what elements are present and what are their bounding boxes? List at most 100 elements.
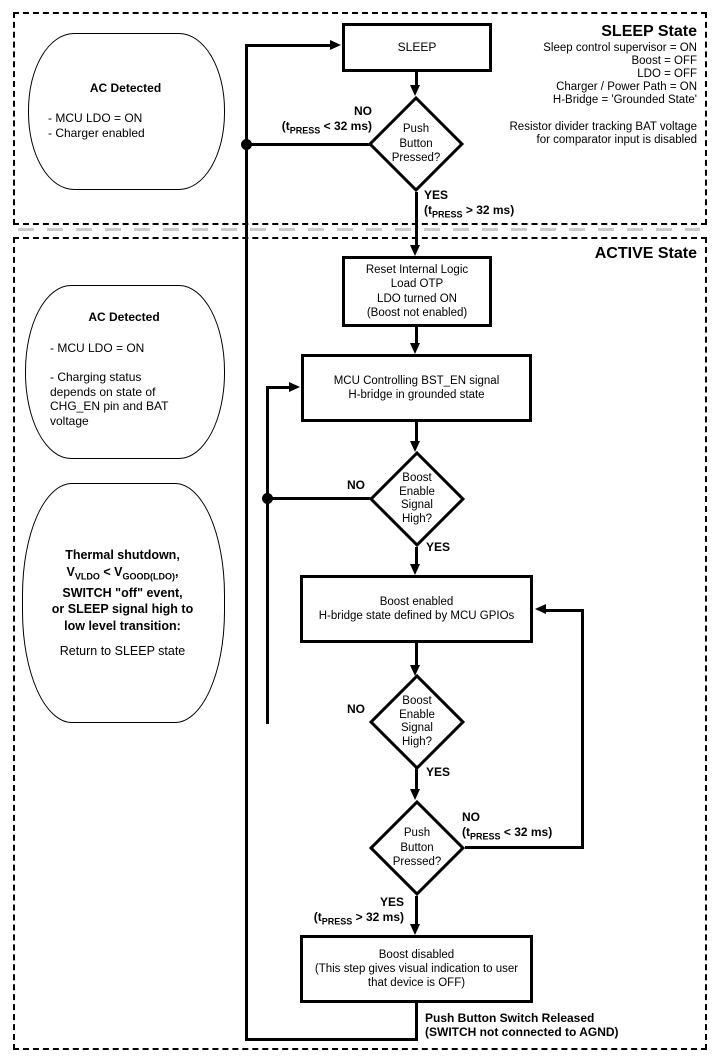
edge-feedback-into-boost-enabled xyxy=(546,609,584,612)
bubble-line: or SLEEP signal high to xyxy=(51,602,194,616)
mcu-box-line: H-bridge in grounded state xyxy=(348,389,485,401)
formula-sub-vldo: VLDO xyxy=(74,571,100,581)
process-box-sleep: SLEEP xyxy=(342,23,492,72)
arrowhead-into-q1 xyxy=(410,441,420,452)
bubble-body-return-to-sleep: Thermal shutdown, VVLDO < VGOOD(LDO), SW… xyxy=(22,547,223,634)
return-to-sleep-line xyxy=(245,44,248,1041)
reset-box-line: Reset Internal Logic xyxy=(365,263,469,276)
sleep-note-line: for comparator input is disabled xyxy=(536,134,697,146)
bubble-body-ac-detected-active: - Charging status depends on state of CH… xyxy=(50,370,169,428)
edge-label-push-no: NO (tPRESS < 32 ms) xyxy=(462,810,552,844)
bubble-line-return-to-sleep-state: Return to SLEEP state xyxy=(59,644,186,658)
release-note: Push Button Switch Released (SWITCH not … xyxy=(425,1011,619,1039)
bubble-line: depends on state of xyxy=(50,384,156,399)
boost-disabled-line: that device is OFF) xyxy=(367,977,466,989)
sleep-info-line: LDO = OFF xyxy=(637,68,697,80)
bubble-line: SWITCH "off" event, xyxy=(62,585,183,600)
edge-push-yes-to-reset xyxy=(415,192,418,246)
bubble-ac-detected-active xyxy=(25,285,225,459)
decision-line: Signal xyxy=(401,499,433,511)
cond-pre: (t xyxy=(281,119,290,133)
sleep-info-line: Charger / Power Path = ON xyxy=(556,81,697,93)
cond-pre: (t xyxy=(462,825,470,839)
bubble-line: - MCU LDO = ON xyxy=(48,111,143,125)
sleep-state-frame xyxy=(13,12,707,225)
decision-line: High? xyxy=(401,512,433,525)
decision-boost-enable-2: Boost Enable Signal High? xyxy=(368,673,466,771)
edge-label-push-yes: YES (tPRESS > 32 ms) xyxy=(314,895,404,929)
tpress-condition: (tPRESS > 32 ms) xyxy=(424,203,514,222)
edge-label-sleep-no: NO (tPRESS < 32 ms) xyxy=(282,104,372,138)
bubble-line: Thermal shutdown, xyxy=(65,548,180,562)
edge-q2-yes-to-push xyxy=(415,768,418,790)
boost-enabled-line: H-bridge state defined by MCU GPIOs xyxy=(318,610,515,622)
edge-reset-to-mcu xyxy=(415,327,418,345)
edge-bottom-return xyxy=(245,1038,418,1041)
cond-pre: (t xyxy=(313,910,322,924)
sleep-section-title: SLEEP State xyxy=(601,23,697,40)
decision-line: High? xyxy=(401,735,433,748)
tpress-condition: (tPRESS < 32 ms) xyxy=(282,119,372,138)
no-word: NO xyxy=(354,104,372,118)
cond-post: > 32 ms) xyxy=(352,910,404,924)
junction-dot-sleep xyxy=(241,139,252,150)
boost-disabled-line: Boost disabled xyxy=(378,949,455,961)
bubble-line: - Charging status xyxy=(50,370,142,384)
formula-lt-v2: < V xyxy=(99,564,123,579)
active-section-title: ACTIVE State xyxy=(594,245,697,262)
bubble-title-ac-detected-active: AC Detected xyxy=(88,310,160,324)
edge-sleep-to-push xyxy=(415,72,418,89)
edge-mcu-to-q1 xyxy=(415,422,418,442)
arrowhead-loop-into-mcu xyxy=(289,382,300,392)
decision-line: Button xyxy=(399,137,433,150)
arrowhead-into-boost-disabled xyxy=(410,924,420,935)
decision-line: Signal xyxy=(401,722,433,734)
edge-sleep-no-branch xyxy=(245,143,371,146)
cond-pre: (t xyxy=(424,203,432,217)
reset-box-line: Load OTP xyxy=(390,278,444,290)
process-box-mcu-control: MCU Controlling BST_EN signal H-bridge i… xyxy=(301,354,532,422)
release-note-line: Push Button Switch Released xyxy=(425,1011,595,1025)
sleep-note: Resistor divider tracking BAT voltage fo… xyxy=(510,121,698,147)
arrowhead-feedback-into-boost-enabled xyxy=(535,604,546,614)
arrowhead-into-reset-box xyxy=(410,245,420,256)
edge-into-sleep-box xyxy=(245,44,332,47)
feedback-line xyxy=(581,609,584,849)
no-word: NO xyxy=(462,810,480,824)
sleep-info-line: Boost = OFF xyxy=(631,55,697,67)
decision-text: Boost Enable Signal High? xyxy=(369,674,465,770)
sleep-info-list: Sleep control supervisor = ON Boost = OF… xyxy=(543,42,697,107)
bubble-line: - MCU LDO = ON xyxy=(50,341,145,355)
edge-label-sleep-yes: YES (tPRESS > 32 ms) xyxy=(424,188,514,222)
arrowhead-into-boost-enabled xyxy=(410,564,420,575)
decision-line: Push xyxy=(403,827,431,840)
sleep-info-line: H-Bridge = 'Grounded State' xyxy=(552,94,697,106)
decision-text: Push Button Pressed? xyxy=(369,800,465,896)
sleep-box-label: SLEEP xyxy=(397,40,437,55)
reset-box-line: (Boost not enabled) xyxy=(366,307,468,319)
yes-word: YES xyxy=(379,895,404,909)
bubble-formula-line: VVLDO < VGOOD(LDO), xyxy=(22,564,223,585)
decision-line: Enable xyxy=(399,485,435,498)
boost-disabled-line: (This step gives visual indication to us… xyxy=(314,963,519,975)
sleep-note-line: Resistor divider tracking BAT voltage xyxy=(509,121,698,133)
cond-sub: PRESS xyxy=(470,831,501,842)
edge-loop-into-mcu xyxy=(266,386,290,389)
cond-post: < 32 ms) xyxy=(320,119,372,133)
reset-box-line: LDO turned ON xyxy=(377,292,457,305)
active-state-frame xyxy=(13,237,707,1050)
tpress-condition: (tPRESS > 32 ms) xyxy=(314,910,404,929)
decision-line: Pressed? xyxy=(392,856,442,869)
decision-line: Pressed? xyxy=(391,152,441,165)
arrowhead-into-push-active xyxy=(410,789,420,800)
bubble-title-ac-detected-sleep: AC Detected xyxy=(89,81,162,95)
bubble-return-to-sleep xyxy=(22,483,225,723)
mcu-box-line: MCU Controlling BST_EN signal xyxy=(333,374,500,387)
cond-post: > 32 ms) xyxy=(462,203,515,217)
cond-sub: PRESS xyxy=(289,125,321,136)
formula-comma: , xyxy=(174,564,179,579)
arrowhead-into-sleep-box xyxy=(330,40,341,50)
decision-text: Boost Enable Signal High? xyxy=(369,451,465,547)
bubble-line: voltage xyxy=(50,413,89,428)
